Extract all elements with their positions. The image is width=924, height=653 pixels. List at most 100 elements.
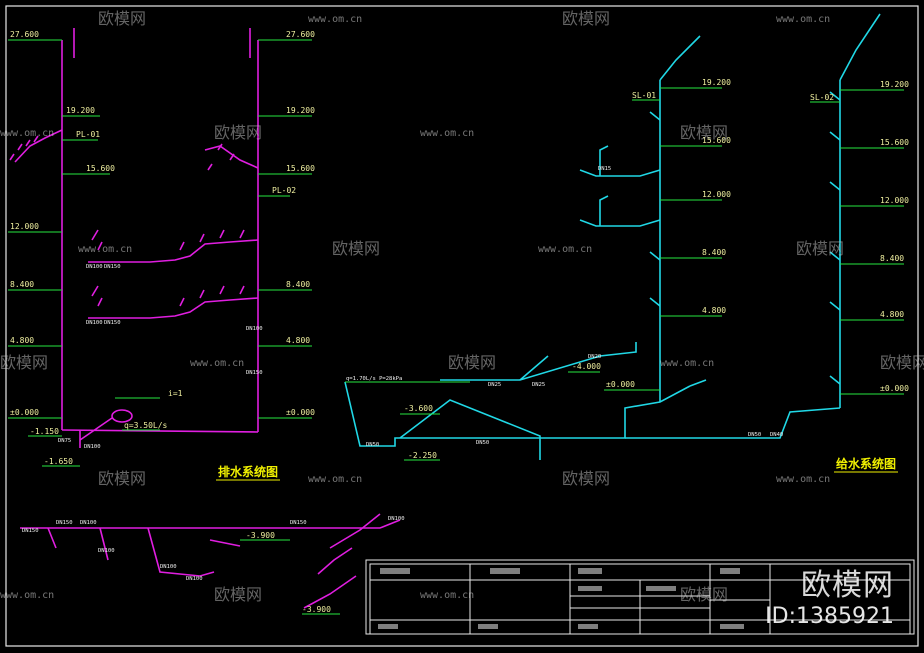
level-label: ±0.000 bbox=[286, 408, 315, 417]
bottom-drain-system bbox=[20, 513, 401, 609]
pipe-size: DN150 bbox=[246, 370, 263, 376]
watermark-brand: 欧模网 bbox=[332, 239, 380, 258]
level-label: 12.000 bbox=[880, 196, 909, 205]
supply-labels: SL-01 SL-02 19.200 15.600 12.000 8.400 4… bbox=[346, 78, 909, 460]
level-label: ±0.000 bbox=[10, 408, 39, 417]
watermark-brand: 欧模网 bbox=[448, 353, 496, 372]
level-label: 12.000 bbox=[10, 222, 39, 231]
pipe-size: DN100 bbox=[86, 320, 103, 326]
pipe-tag-pl01: PL-01 bbox=[76, 130, 100, 139]
level-label: -4.000 bbox=[572, 362, 601, 371]
level-label: -1.650 bbox=[44, 457, 73, 466]
watermark-url: www.om.cn bbox=[190, 358, 244, 369]
pipe-size: DN100 bbox=[388, 516, 405, 522]
level-label: 4.800 bbox=[880, 310, 904, 319]
corner-watermark-id: ID:1385921 bbox=[765, 604, 894, 629]
flow-note: q=3.50L/s bbox=[124, 421, 168, 430]
pipe-size: DN100 bbox=[80, 520, 97, 526]
pipe-size: DN100 bbox=[186, 576, 203, 582]
level-label: 8.400 bbox=[286, 280, 310, 289]
level-label: 8.400 bbox=[702, 248, 726, 257]
watermark-url: www.om.cn bbox=[78, 244, 132, 255]
level-label: -1.150 bbox=[30, 427, 59, 436]
pipe-size: DN150 bbox=[104, 320, 121, 326]
corner-watermark: 欧模网 ID:1385921 bbox=[765, 560, 894, 629]
watermark-brand: 欧模网 bbox=[562, 469, 610, 488]
pipe-size: DN100 bbox=[246, 326, 263, 332]
pipe-size: DN100 bbox=[84, 444, 101, 450]
pipe-size: DN100 bbox=[98, 548, 115, 554]
pipe-size: DN100 bbox=[86, 264, 103, 270]
watermark-brand: 欧模网 bbox=[0, 353, 48, 372]
watermark-brand: 欧模网 bbox=[680, 585, 728, 604]
supply-annotations bbox=[345, 87, 904, 461]
watermark-brand: 欧模网 bbox=[214, 123, 262, 142]
watermark-url: www.om.cn bbox=[538, 244, 592, 255]
watermark-url: www.om.cn bbox=[776, 14, 830, 25]
corner-watermark-brand: 欧模网 bbox=[801, 568, 894, 603]
level-label: 19.200 bbox=[880, 80, 909, 89]
pipe-size: DN150 bbox=[56, 520, 73, 526]
level-label: ±0.000 bbox=[606, 380, 635, 389]
watermark-url: www.om.cn bbox=[308, 14, 362, 25]
url-watermarks: www.om.cn www.om.cn www.om.cn www.om.cn … bbox=[0, 14, 830, 601]
level-label: 4.800 bbox=[702, 306, 726, 315]
level-label: -2.250 bbox=[408, 451, 437, 460]
level-label: 12.000 bbox=[702, 190, 731, 199]
pipe-size: DN75 bbox=[58, 438, 71, 444]
level-label: -3.900 bbox=[302, 605, 331, 614]
watermark-brand: 欧模网 bbox=[214, 585, 262, 604]
level-label: ±0.000 bbox=[880, 384, 909, 393]
watermark-url: www.om.cn bbox=[0, 590, 54, 601]
watermark-url: www.om.cn bbox=[660, 358, 714, 369]
left-drain-annotations bbox=[8, 39, 312, 467]
drain-system-title: 排水系统图 bbox=[218, 464, 278, 479]
level-label: 4.800 bbox=[286, 336, 310, 345]
supply-system-title: 给水系统图 bbox=[836, 456, 896, 471]
pipe-size: DN20 bbox=[588, 354, 601, 360]
watermark-brand: 欧模网 bbox=[680, 123, 728, 142]
watermark-brand: 欧模网 bbox=[98, 469, 146, 488]
watermark-brand: 欧模网 bbox=[98, 9, 146, 28]
level-label: 19.200 bbox=[66, 106, 95, 115]
level-label: 15.600 bbox=[702, 136, 731, 145]
riser-tag-sl02: SL-02 bbox=[810, 93, 834, 102]
level-label: 19.200 bbox=[286, 106, 315, 115]
level-label: 15.600 bbox=[880, 138, 909, 147]
brand-watermarks: 欧模网 欧模网 欧模网 欧模网 欧模网 欧模网 欧模网 欧模网 欧模网 欧模网 … bbox=[0, 9, 924, 604]
pipe-size: DN150 bbox=[104, 264, 121, 270]
pipe-size: DN15 bbox=[598, 166, 611, 172]
level-label: -3.600 bbox=[404, 404, 433, 413]
pipe-size: DN100 bbox=[160, 564, 177, 570]
watermark-url: www.om.cn bbox=[308, 474, 362, 485]
level-label: 4.800 bbox=[10, 336, 34, 345]
watermark-url: www.om.cn bbox=[420, 128, 474, 139]
title-block bbox=[365, 559, 915, 635]
level-label: -3.900 bbox=[246, 531, 275, 540]
pipe-size: DN50 bbox=[476, 440, 489, 446]
level-label: 8.400 bbox=[10, 280, 34, 289]
pipe-size: DN40 bbox=[770, 432, 783, 438]
watermark-url: www.om.cn bbox=[776, 474, 830, 485]
slope-tag: i=1 bbox=[168, 389, 183, 398]
pipe-size: DN150 bbox=[290, 520, 307, 526]
pipe-size: DN50 bbox=[748, 432, 761, 438]
flow-note: q=1.70L/s P=28kPa bbox=[346, 376, 402, 382]
left-drain-labels: 27.600 19.200 15.600 12.000 8.400 4.800 … bbox=[10, 30, 315, 466]
watermark-url: www.om.cn bbox=[0, 128, 54, 139]
level-label: 27.600 bbox=[10, 30, 39, 39]
watermark-brand: 欧模网 bbox=[880, 353, 924, 372]
level-label: 19.200 bbox=[702, 78, 731, 87]
watermark-url: www.om.cn bbox=[420, 590, 474, 601]
bottom-drain-labels: -3.900 -3.900 DN150 DN150 DN100 DN100 DN… bbox=[22, 516, 405, 614]
level-label: 15.600 bbox=[286, 164, 315, 173]
level-label: 8.400 bbox=[880, 254, 904, 263]
supply-system bbox=[344, 13, 881, 460]
watermark-brand: 欧模网 bbox=[562, 9, 610, 28]
pipe-size: DN25 bbox=[488, 382, 501, 388]
watermark-brand: 欧模网 bbox=[796, 239, 844, 258]
left-drain-system bbox=[9, 28, 259, 448]
riser-tag-sl01: SL-01 bbox=[632, 91, 656, 100]
